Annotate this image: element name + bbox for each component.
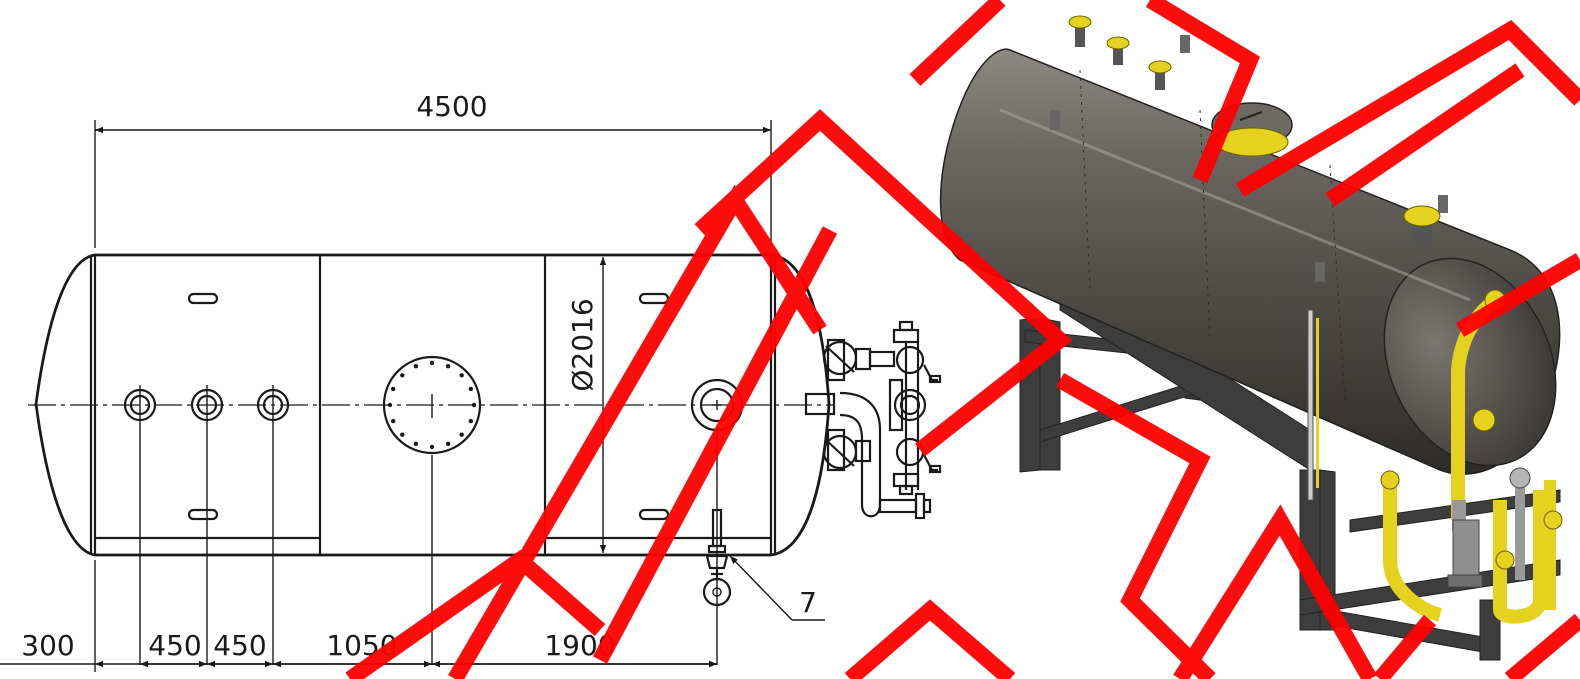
callout-item-7: 7 — [729, 555, 825, 621]
dimension-label-diameter: Ø2016 — [566, 298, 599, 391]
nozzle-1 — [123, 385, 157, 665]
manhole-bolt-hole — [387, 402, 393, 408]
manhole-bolt-hole — [468, 418, 473, 424]
watermark-overlay — [345, 0, 1580, 679]
dimension-label-300: 300 — [21, 629, 74, 662]
tank-shell-3d — [939, 48, 1561, 475]
level-gauge — [1307, 309, 1319, 501]
manhole-bolt-hole — [429, 360, 435, 366]
dimension-overall-length: 4500 — [94, 90, 772, 248]
manhole-bolt-hole — [400, 432, 405, 437]
callout-label-7: 7 — [799, 586, 817, 619]
tank-drawing: 4500 — [0, 90, 942, 672]
lifting-lugs — [187, 292, 670, 521]
manhole-bolt-hole — [445, 441, 451, 446]
manhole-bolt-hole — [471, 402, 477, 408]
manhole-bolt-hole — [413, 364, 419, 369]
manhole-bolt-hole — [445, 364, 451, 369]
manhole-bolt-hole — [413, 441, 419, 446]
manhole-bolt-hole — [459, 373, 464, 378]
dimension-label-450-b: 450 — [213, 629, 266, 662]
nozzle-2 — [190, 385, 224, 665]
manhole-bolt-hole — [391, 418, 396, 424]
nozzle-3 — [256, 385, 290, 665]
dimension-diameter: Ø2016 — [566, 257, 607, 553]
drain-valve — [702, 508, 732, 607]
piping-assembly — [804, 320, 942, 520]
manhole-bolt-hole — [400, 373, 405, 378]
manhole-bolt-hole — [468, 386, 473, 392]
dimension-label-4500: 4500 — [416, 90, 487, 123]
manhole-bolt-hole — [459, 432, 464, 437]
manhole-bolt-hole — [429, 444, 435, 450]
manhole-bolt-hole — [391, 386, 396, 392]
dimension-label-450-a: 450 — [148, 629, 201, 662]
tank-3d-render — [939, 15, 1563, 661]
